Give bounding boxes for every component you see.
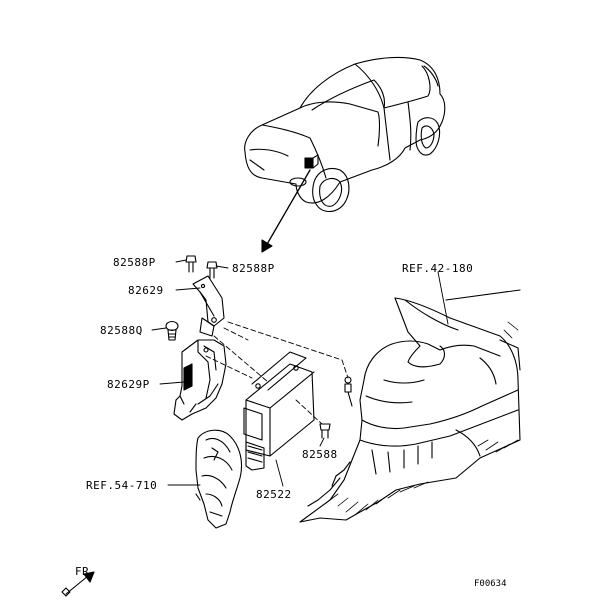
callout-ref-54-710: REF.54-710 [86, 479, 157, 492]
vehicle-illustration [244, 56, 446, 213]
callout-82588p-right: 82588P [232, 262, 275, 275]
callout-82522: 82522 [256, 488, 292, 501]
direction-label: FR [75, 565, 89, 578]
callout-82588: 82588 [302, 448, 338, 461]
location-arrow [261, 169, 311, 253]
locating-lines [205, 321, 349, 425]
callout-82588q: 82588Q [100, 324, 143, 337]
callout-82629: 82629 [128, 284, 164, 297]
callout-82629p: 82629P [107, 378, 150, 391]
front-direction-arrow-icon [61, 571, 95, 597]
bracket-82629 [192, 275, 225, 337]
bolt-82588p-right [206, 261, 218, 279]
figure-code: F00634 [474, 579, 507, 589]
screw-82588q [165, 320, 179, 341]
body-panel [299, 289, 521, 523]
harness-ref-54-710 [195, 429, 243, 529]
leader-lines [151, 259, 449, 487]
callout-ref-42-180: REF.42-180 [402, 262, 473, 275]
callout-82588p-left: 82588P [113, 256, 156, 269]
cover-82629p [173, 339, 227, 421]
ecu-82522 [243, 351, 315, 471]
bolt-82588p-left [185, 255, 197, 273]
bolt-82588 [319, 423, 331, 439]
